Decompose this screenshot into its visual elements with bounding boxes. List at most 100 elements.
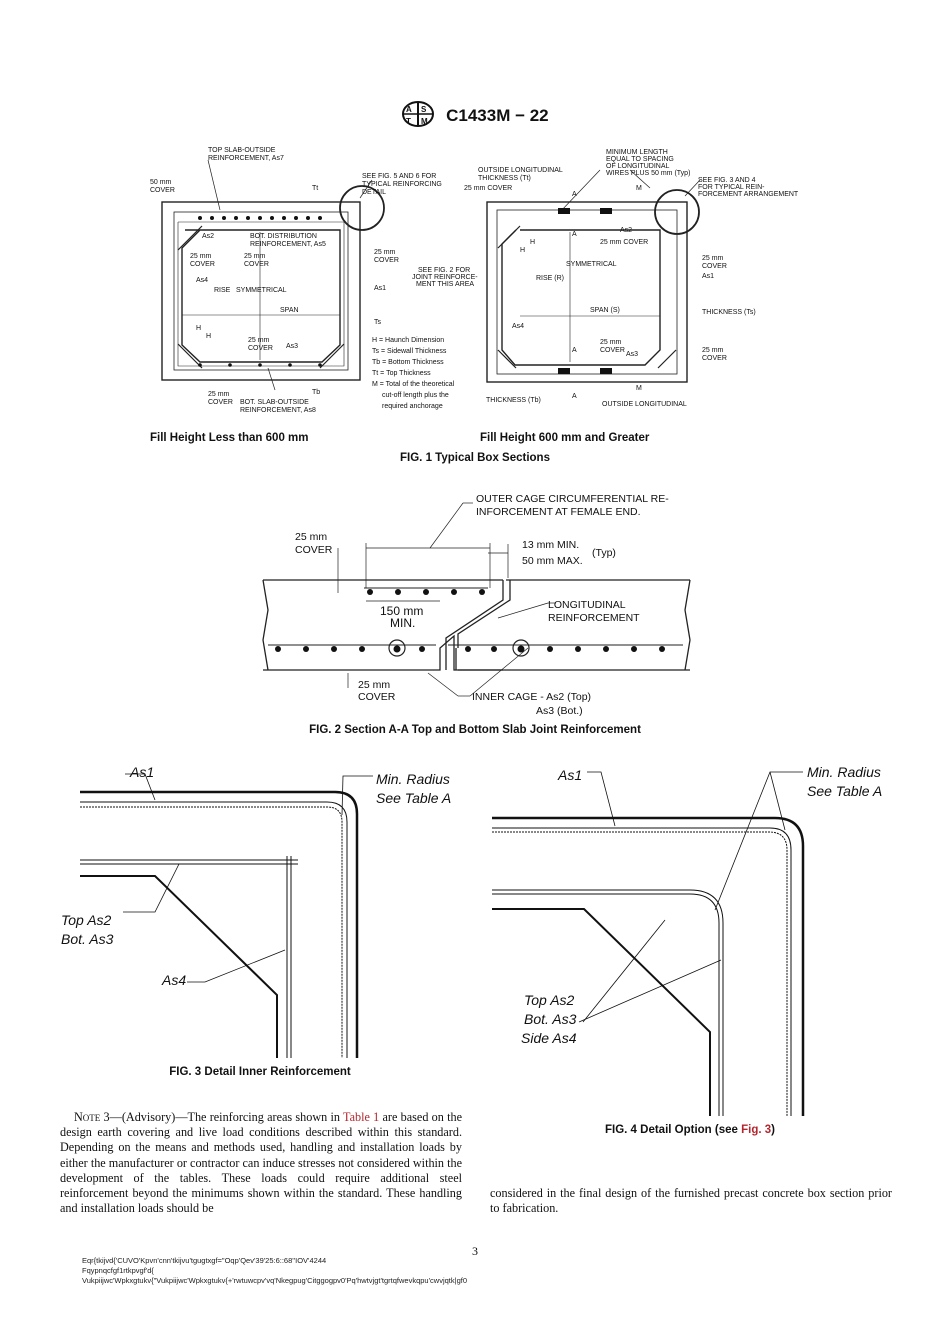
label-see56: SEE FIG. 5 AND 6 FOR — [362, 173, 436, 180]
r-label: As3 — [626, 351, 638, 358]
label-top-slab: TOP SLAB-OUTSIDE — [208, 147, 276, 154]
r-label: H — [520, 247, 525, 254]
label-botslab2: REINFORCEMENT, As8 — [240, 407, 316, 414]
r-label: A — [572, 347, 577, 354]
footer-line: Vukpiijwc'Wpkxgtukv{"Vukpiijwc'Wpkxgtukv… — [82, 1276, 467, 1285]
label-cov25a: 25 mm — [190, 253, 212, 260]
label-cov25e: 25 mm — [208, 391, 230, 398]
label-tb: Tb — [312, 389, 320, 396]
fig2-min13: 13 mm MIN. — [522, 539, 579, 551]
r-label: MENT THIS AREA — [416, 281, 474, 288]
r-label: COVER — [600, 347, 625, 354]
fig3-seet: See Table A — [376, 790, 451, 806]
legend-line: required anchorage — [382, 403, 443, 410]
label-tt: Tt — [312, 185, 318, 192]
fig2-inner2: As3 (Bot.) — [536, 705, 583, 717]
fig2-outer2: INFORCEMENT AT FEMALE END. — [476, 506, 641, 518]
label-as2: As2 — [202, 233, 214, 240]
page-header: A S T M C1433M − 22 — [0, 100, 950, 133]
legend-line: H = Haunch Dimension — [372, 337, 444, 344]
fig4-side: Side As4 — [521, 1030, 577, 1046]
fig2-drawing: OUTER CAGE CIRCUMFERENTIAL RE- INFORCEME… — [262, 493, 691, 717]
legend-line: Tb = Bottom Thickness — [372, 359, 444, 366]
label-see56c: DETAIL — [362, 189, 386, 196]
label-as4: As4 — [196, 277, 208, 284]
label-as3: As3 — [286, 343, 298, 350]
r-label: THICKNESS (Tt) — [478, 175, 531, 182]
r-label: FOR TYPICAL REIN- — [698, 184, 765, 191]
r-label: SYMMETRICAL — [566, 261, 617, 268]
r-label: MINIMUM LENGTH — [606, 149, 668, 156]
r-label: WIRES PLUS 50 mm (Typ) — [606, 170, 690, 177]
r-label: FORCEMENT ARRANGEMENT — [698, 191, 799, 198]
r-label: OUTSIDE LONGITUDINAL — [602, 401, 687, 408]
legend-line: M = Total of the theoretical — [372, 381, 455, 388]
r-label: As4 — [512, 323, 524, 330]
r-label: EQUAL TO SPACING — [606, 156, 674, 163]
label-h2: H — [206, 333, 211, 340]
fig3-as4: As4 — [161, 972, 186, 988]
fig4-caption-post: ) — [771, 1124, 775, 1136]
label-cov25d: 25 mm — [248, 337, 270, 344]
r-label: A — [572, 191, 577, 198]
r-label: RISE (R) — [536, 275, 564, 282]
note-text-a: —(Advisory)—The reinforcing areas shown … — [109, 1110, 344, 1124]
fig3-link[interactable]: Fig. 3 — [741, 1124, 772, 1136]
fig3-drawing: As1 Min. Radius See Table A Top As2 Bot.… — [61, 764, 451, 1058]
r-label: As2 — [620, 227, 632, 234]
r-label: THICKNESS (Tb) — [486, 397, 541, 404]
page-number: 3 — [472, 1244, 478, 1258]
legend-line: cut-off length plus the — [382, 392, 449, 399]
r-label: OF LONGITUDINAL — [606, 163, 670, 170]
fig2-caption: FIG. 2 Section A-A Top and Bottom Slab J… — [309, 724, 641, 736]
r-label: A — [572, 393, 577, 400]
fig2-cov2b: COVER — [358, 691, 396, 703]
r-label: 25 mm — [600, 339, 622, 346]
label-cov25c: 25 mm — [374, 249, 396, 256]
note-text-b: are based on the design earth covering a… — [60, 1110, 462, 1216]
r-label: OUTSIDE LONGITUDINAL — [478, 167, 563, 174]
svg-text:A: A — [406, 105, 412, 114]
label-rise: RISE — [214, 287, 231, 294]
label-see56b: TYPICAL REINFORCING — [362, 181, 442, 188]
label-ts: Ts — [374, 319, 382, 326]
label-cov25e2: COVER — [208, 399, 233, 406]
r-label: SEE FIG. 2 FOR — [418, 267, 470, 274]
fig3-minr: Min. Radius — [376, 771, 450, 787]
legend-line: Ts = Sidewall Thickness — [372, 348, 447, 355]
label-as1: As1 — [374, 285, 386, 292]
label-cov25b2: COVER — [244, 261, 269, 268]
table1-link[interactable]: Table 1 — [343, 1110, 380, 1124]
fig2-long1: LONGITUDINAL — [548, 599, 626, 611]
r-label: M — [636, 185, 642, 192]
label-top-slab-2: REINFORCEMENT, As7 — [208, 155, 284, 162]
fig1-left-caption: Fill Height Less than 600 mm — [150, 432, 309, 444]
fig2-outer1: OUTER CAGE CIRCUMFERENTIAL RE- — [476, 493, 669, 505]
standard-designation: C1433M − 22 — [446, 105, 549, 125]
label-symmetrical: SYMMETRICAL — [236, 287, 287, 294]
fig3-caption: FIG. 3 Detail Inner Reinforcement — [169, 1066, 351, 1078]
label-botdist: BOT. DISTRIBUTION — [250, 233, 317, 240]
label-cover50: 50 mm — [150, 179, 172, 186]
note-label: Note 3 — [74, 1110, 110, 1124]
fig1-drawing: TOP SLAB-OUTSIDE REINFORCEMENT, As7 50 m… — [150, 147, 799, 414]
note-3: Note 3—(Advisory)—The reinforcing areas … — [60, 1110, 462, 1216]
label-cov25b: 25 mm — [244, 253, 266, 260]
label-botslab: BOT. SLAB-OUTSIDE — [240, 399, 309, 406]
fig1-legend: H = Haunch Dimension Ts = Sidewall Thick… — [372, 337, 455, 410]
label-botdist2: REINFORCEMENT, As5 — [250, 241, 326, 248]
fig2-long2: REINFORCEMENT — [548, 612, 640, 624]
r-label: SPAN (S) — [590, 307, 620, 314]
fig2-cov1b: COVER — [295, 544, 333, 556]
label-cov25c2: COVER — [374, 257, 399, 264]
fig4-caption-pre: FIG. 4 Detail Option (see — [605, 1124, 742, 1136]
fig2-cov1: 25 mm — [295, 531, 327, 543]
fig2-typ: (Typ) — [592, 547, 616, 559]
r-label: COVER — [702, 355, 727, 362]
label-span: SPAN — [280, 307, 299, 314]
label-h1: H — [196, 325, 201, 332]
note-3-continued: considered in the final design of the fu… — [490, 1186, 892, 1216]
fig2-min150b: MIN. — [390, 616, 415, 630]
footer-line: Eqr{tkijvd{'CUVO'Kpvn'cnn'tkijvu'tgugtxg… — [82, 1256, 327, 1265]
r-label: JOINT REINFORCE- — [412, 274, 478, 281]
